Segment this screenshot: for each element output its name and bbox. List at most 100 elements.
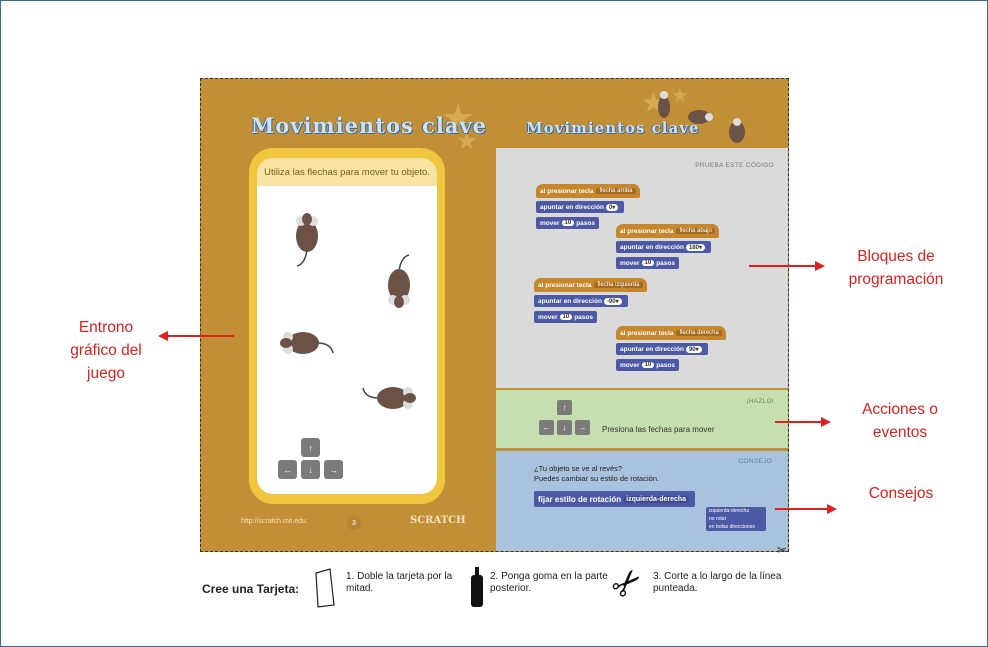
move-label: mover xyxy=(538,313,558,321)
up-arrow-key[interactable]: ↑ xyxy=(557,400,572,415)
star-icon: ★ xyxy=(441,96,476,140)
steps-input[interactable]: 10 xyxy=(559,314,573,320)
steps-label: pasos xyxy=(574,313,593,321)
action-header: ¡HAZLO! xyxy=(746,398,774,405)
scratch-card: ★ ★ ★ ★ Movimientos clave Movimientos cl… xyxy=(200,78,789,552)
point-label: apuntar en dirección xyxy=(540,203,604,211)
point-label: apuntar en dirección xyxy=(620,243,684,251)
move-block-down[interactable]: mover 10 pasos xyxy=(616,257,679,269)
event-label: al presionar tecla xyxy=(538,281,592,289)
tip-header: CONSEJO xyxy=(738,458,772,465)
step-2-line-1: 2. Ponga goma en la parte xyxy=(490,571,608,582)
steps-input[interactable]: 10 xyxy=(641,362,655,368)
arrow-left-icon xyxy=(158,331,234,341)
arrow-keys: ↑ ← ↓ → xyxy=(278,438,344,482)
left-page-title: Movimientos clave xyxy=(251,113,488,138)
right-arrow-key[interactable]: → xyxy=(575,420,590,435)
code-blocks-panel: PRUEBA ESTE CÓDIGO al presionar tecla fl… xyxy=(496,148,788,388)
rotation-dropdown[interactable]: izquierda-derecha xyxy=(623,495,690,503)
step-2-line-2: posterior. xyxy=(490,583,532,594)
point-label: apuntar en dirección xyxy=(538,297,602,305)
step-3-line-2: punteada. xyxy=(653,583,698,594)
page-number: 3 xyxy=(347,516,361,530)
rotation-label: fijar estilo de rotación xyxy=(538,494,622,504)
event-label: al presionar tecla xyxy=(620,329,674,337)
star-icon: ★ xyxy=(456,127,478,155)
move-label: mover xyxy=(540,219,560,227)
scissors-small-icon: ✂ xyxy=(777,543,788,557)
mouse-down-sprite[interactable] xyxy=(369,253,429,313)
mouse-left-sprite[interactable] xyxy=(275,313,335,373)
annotation-line: gráfico del xyxy=(70,342,142,359)
steps-input[interactable]: 10 xyxy=(561,220,575,226)
point-block-left[interactable]: apuntar en dirección -90▾ xyxy=(534,295,628,307)
direction-input[interactable]: -90▾ xyxy=(603,297,622,305)
key-dropdown[interactable]: flecha derecha xyxy=(676,330,722,336)
point-block-up[interactable]: apuntar en dirección 0▾ xyxy=(536,201,625,213)
right-page-title: Movimientos clave xyxy=(526,119,700,137)
glue-bottle-icon xyxy=(471,567,483,607)
event-block-left[interactable]: al presionar tecla flecha izquierda xyxy=(534,278,647,292)
rotation-option[interactable]: en todas direcciones xyxy=(709,524,755,530)
direction-input[interactable]: 90▾ xyxy=(685,345,702,353)
event-label: al presionar tecla xyxy=(540,187,594,195)
arrow-right-icon xyxy=(775,504,837,514)
annotation-line: juego xyxy=(87,365,125,382)
move-block-up[interactable]: mover 10 pasos xyxy=(536,217,599,229)
move-block-left[interactable]: mover 10 pasos xyxy=(534,311,597,323)
step-3: 3. Corte a lo largo de la línea punteada… xyxy=(653,571,781,595)
footer-url: http://scratch.mit.edu xyxy=(241,518,306,525)
annotation-line: programación xyxy=(848,271,944,288)
event-block-down[interactable]: al presionar tecla flecha abajo xyxy=(616,224,719,238)
step-3-line-1: 3. Corte a lo largo de la línea xyxy=(653,571,782,582)
arrow-right-icon xyxy=(749,261,825,271)
direction-input[interactable]: 0▾ xyxy=(605,203,619,211)
annotation-tips: Consejos xyxy=(868,485,934,502)
mouse-right-sprite[interactable] xyxy=(361,368,421,428)
left-arrow-key[interactable]: ← xyxy=(278,460,297,479)
move-label: mover xyxy=(620,259,640,267)
rotation-option[interactable]: izquierda-derecha xyxy=(709,508,750,514)
make-card-label: Cree una Tarjeta: xyxy=(202,582,300,596)
scissors-icon: ✂ xyxy=(602,558,653,609)
step-1: 1. Doble la tarjeta por la mitad. xyxy=(346,571,452,595)
step-2: 2. Ponga goma en la parte posterior. xyxy=(490,571,608,595)
star-icon: ★ xyxy=(671,83,689,107)
point-label: apuntar en dirección xyxy=(620,345,684,353)
key-dropdown[interactable]: flecha arriba xyxy=(596,188,636,194)
event-block-right[interactable]: al presionar tecla flecha derecha xyxy=(616,326,726,340)
move-block-right[interactable]: mover 10 pasos xyxy=(616,359,679,371)
direction-input[interactable]: 180▾ xyxy=(685,243,705,251)
right-arrow-key[interactable]: → xyxy=(324,460,343,479)
folded-card-icon xyxy=(315,568,335,608)
key-dropdown[interactable]: flecha izquierda xyxy=(594,282,643,288)
game-stage-frame: Utiliza las flechas para mover tu objeto… xyxy=(249,148,445,504)
down-arrow-key[interactable]: ↓ xyxy=(557,420,572,435)
arrow-right-icon xyxy=(775,417,831,427)
point-block-down[interactable]: apuntar en dirección 180▾ xyxy=(616,241,711,253)
annotation-line: Acciones o xyxy=(862,401,938,418)
up-arrow-key[interactable]: ↑ xyxy=(301,438,320,457)
annotation-line: eventos xyxy=(872,424,928,441)
down-arrow-key[interactable]: ↓ xyxy=(301,460,320,479)
annotation-actions-events: Acciones o eventos xyxy=(835,398,965,444)
steps-label: pasos xyxy=(656,361,675,369)
steps-label: pasos xyxy=(656,259,675,267)
move-label: mover xyxy=(620,361,640,369)
rotation-style-block[interactable]: fijar estilo de rotación izquierda-derec… xyxy=(534,491,696,507)
steps-input[interactable]: 10 xyxy=(641,260,655,266)
rotation-option[interactable]: no rotar xyxy=(709,516,727,522)
annotation-line: Bloques de xyxy=(857,248,935,265)
left-arrow-key[interactable]: ← xyxy=(539,420,554,435)
stage-caption: Utiliza las flechas para mover tu objeto… xyxy=(257,158,437,186)
point-block-right[interactable]: apuntar en dirección 90▾ xyxy=(616,343,708,355)
tip-line-1: ¿Tu objeto se ve al revés? xyxy=(534,464,623,473)
code-header: PRUEBA ESTE CÓDIGO xyxy=(695,162,774,169)
annotation-line: Entrono xyxy=(78,319,134,336)
key-dropdown[interactable]: flecha abajo xyxy=(676,228,715,234)
mouse-up-sprite[interactable] xyxy=(277,208,337,268)
event-label: al presionar tecla xyxy=(620,227,674,235)
step-1-line-1: 1. Doble la tarjeta por la xyxy=(346,571,453,582)
event-block-up[interactable]: al presionar tecla flecha arriba xyxy=(536,184,640,198)
